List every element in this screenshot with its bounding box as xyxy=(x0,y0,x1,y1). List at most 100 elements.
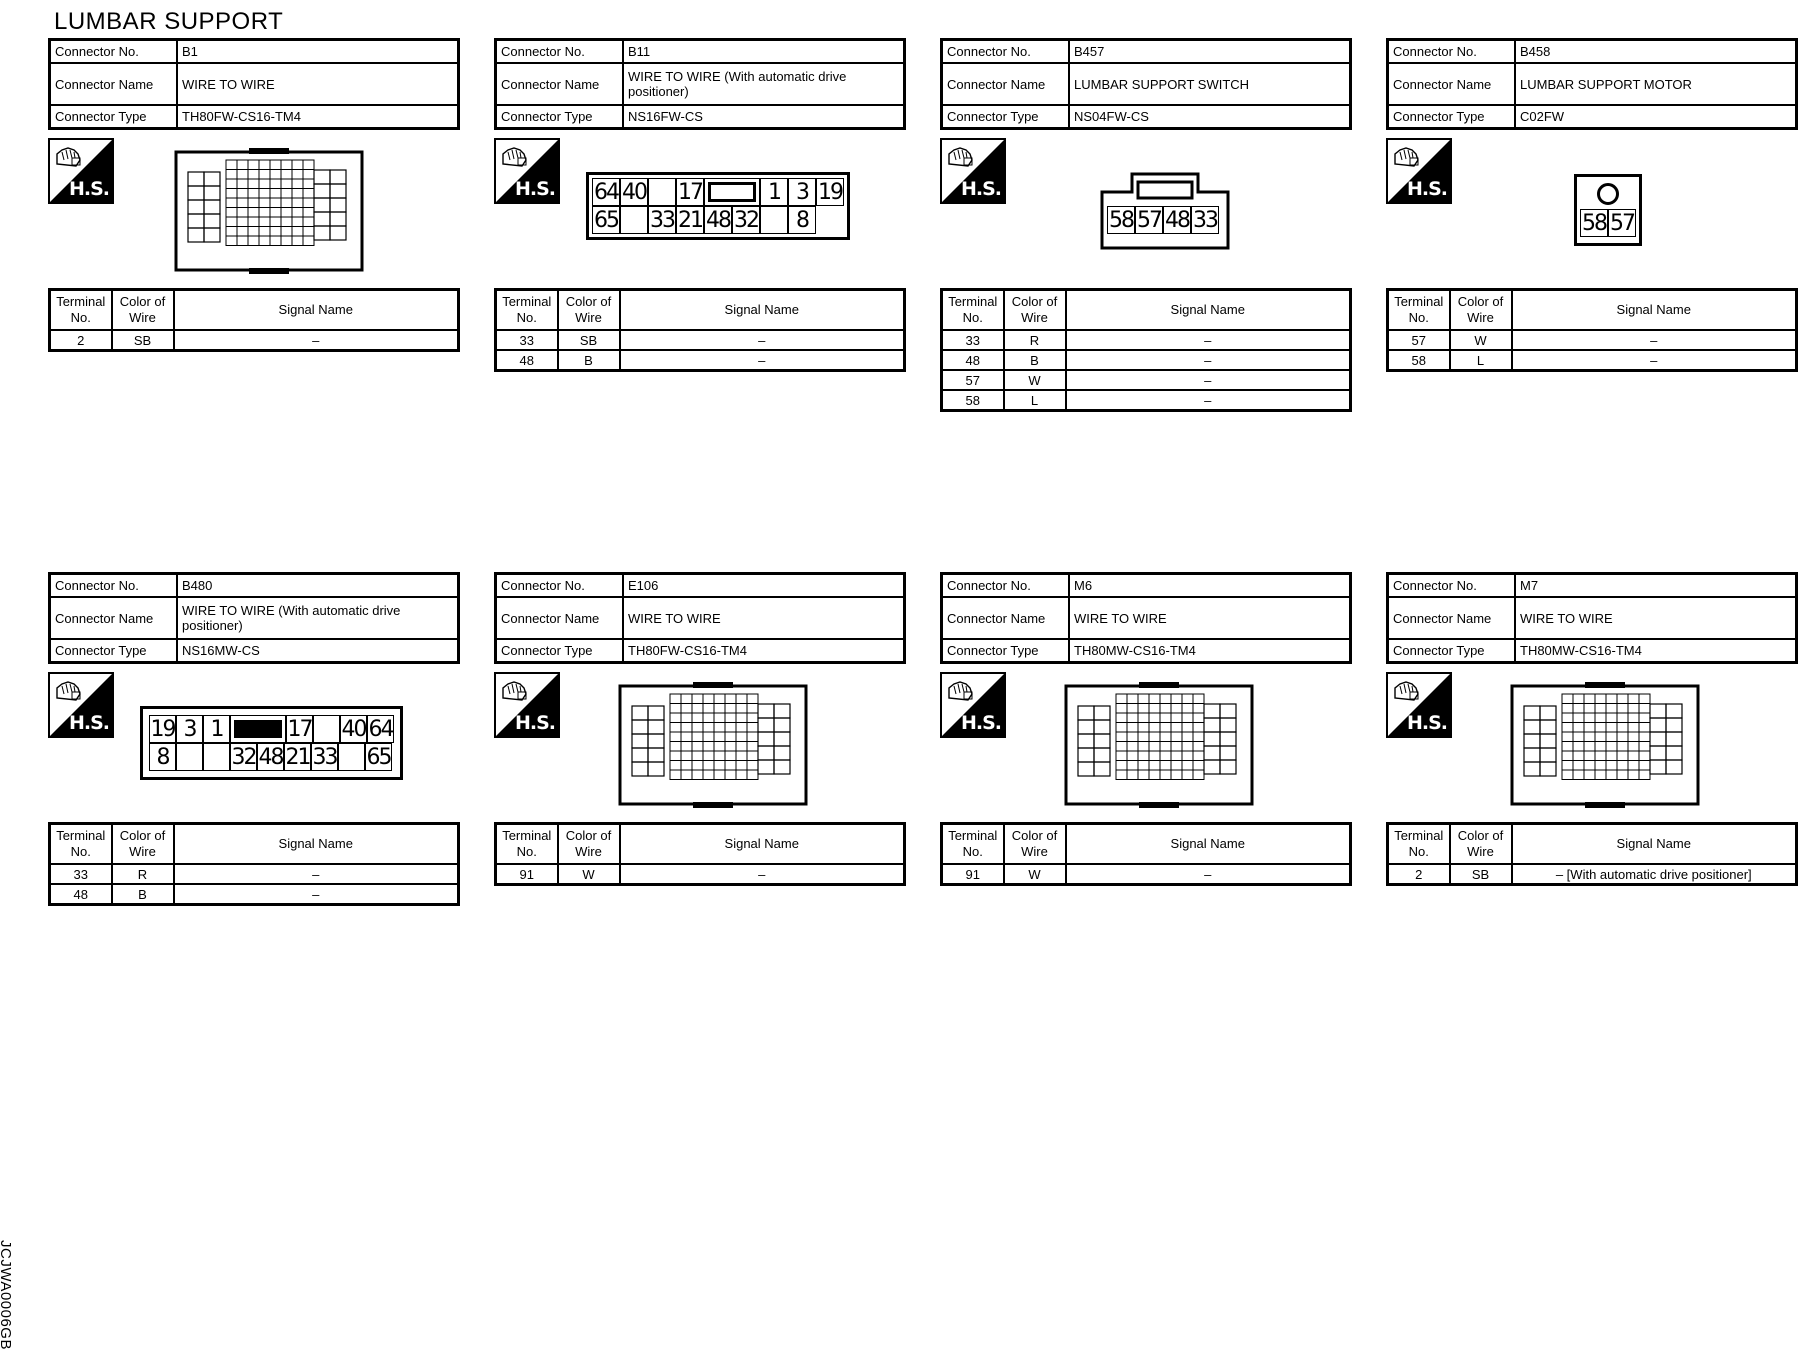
connector-info-table: Connector No. B457 Connector Name LUMBAR… xyxy=(940,38,1352,130)
wire-color: W xyxy=(1002,863,1067,886)
connector-face-drawing xyxy=(1064,682,1254,808)
signal-name: – [With automatic drive positioner] xyxy=(1510,863,1798,886)
pin-cell: 3 xyxy=(788,178,816,206)
terminal-no-header: Terminal No. xyxy=(940,288,1005,331)
connector-name-value: LUMBAR SUPPORT SWITCH xyxy=(1068,62,1352,106)
signal-name-header: Signal Name xyxy=(618,288,906,331)
color-of-wire-header: Color of Wire xyxy=(556,822,621,865)
terminal-no: 91 xyxy=(494,863,559,886)
table-row: 48 B – xyxy=(940,349,1352,371)
pin-cell: 19 xyxy=(149,715,177,743)
connector-no-value: M7 xyxy=(1514,572,1798,598)
lock-circle xyxy=(1597,183,1619,205)
terminal-table: Terminal No. Color of Wire Signal Name 3… xyxy=(494,288,906,372)
hand-icon xyxy=(948,147,973,167)
connector-block-b480: Connector No. B480 Connector Name WIRE T… xyxy=(48,572,460,906)
connector-type-label: Connector Type xyxy=(48,104,178,130)
connector-no-value: B1 xyxy=(176,38,460,64)
connector-face-drawing xyxy=(618,682,808,808)
color-of-wire-header: Color of Wire xyxy=(1448,288,1513,331)
wire-color: L xyxy=(1448,349,1513,372)
wire-color: SB xyxy=(110,329,175,352)
harness-side-icon: H.S. xyxy=(48,138,114,204)
connector-no-label: Connector No. xyxy=(1386,572,1516,598)
pin-cell: 57 xyxy=(1608,209,1636,237)
pin-cell: 19 xyxy=(816,178,844,206)
wire-color: SB xyxy=(556,329,621,351)
pin-cell: 33 xyxy=(1191,206,1219,234)
signal-name: – xyxy=(172,329,460,352)
terminal-no: 91 xyxy=(940,863,1005,886)
connector-type-label: Connector Type xyxy=(494,638,624,664)
pin-cell: 21 xyxy=(284,743,312,771)
pin-cell: 48 xyxy=(257,743,285,771)
connector-name-label: Connector Name xyxy=(48,62,178,106)
terminal-no-header: Terminal No. xyxy=(1386,822,1451,865)
pin-cell: 58 xyxy=(1580,209,1608,237)
signal-name-header: Signal Name xyxy=(172,288,460,331)
wire-color: W xyxy=(556,863,621,886)
pin-cell xyxy=(620,206,648,234)
signal-name: – xyxy=(1064,369,1352,391)
harness-side-icon: H.S. xyxy=(940,672,1006,738)
signal-name: – xyxy=(1064,389,1352,412)
harness-side-icon: H.S. xyxy=(494,138,560,204)
pin-cell: 32 xyxy=(732,206,760,234)
wire-color: SB xyxy=(1448,863,1513,886)
connector-info-table: Connector No. M7 Connector Name WIRE TO … xyxy=(1386,572,1798,664)
signal-name-header: Signal Name xyxy=(1510,288,1798,331)
terminal-no-header: Terminal No. xyxy=(48,288,113,331)
terminal-table: Terminal No. Color of Wire Signal Name 9… xyxy=(494,822,906,886)
pin-cell: 1 xyxy=(760,178,788,206)
connector-no-label: Connector No. xyxy=(48,572,178,598)
signal-name-header: Signal Name xyxy=(172,822,460,865)
connector-block-m6: Connector No. M6 Connector Name WIRE TO … xyxy=(940,572,1352,886)
connector-name-value: WIRE TO WIRE xyxy=(176,62,460,106)
signal-name: – xyxy=(172,863,460,885)
terminal-no: 48 xyxy=(48,883,113,906)
connector-no-label: Connector No. xyxy=(940,38,1070,64)
color-of-wire-header: Color of Wire xyxy=(1002,822,1067,865)
wire-color: L xyxy=(1002,389,1067,412)
connector-no-label: Connector No. xyxy=(494,572,624,598)
pin-cell: 1 xyxy=(203,715,230,743)
pin-cell: 48 xyxy=(704,206,732,234)
connector-face-drawing xyxy=(1100,172,1230,250)
terminal-table: Terminal No. Color of Wire Signal Name 2… xyxy=(1386,822,1798,886)
table-row: 2 SB – xyxy=(48,329,460,352)
key-slot xyxy=(230,715,286,743)
table-row: 2 SB – [With automatic drive positioner] xyxy=(1386,863,1798,886)
signal-name: – xyxy=(1064,349,1352,371)
pin-cell: 17 xyxy=(676,178,704,206)
terminal-no: 33 xyxy=(48,863,113,885)
table-row: 57 W – xyxy=(1386,329,1798,351)
connector-no-value: B11 xyxy=(622,38,906,64)
signal-name: – xyxy=(172,883,460,906)
connector-type-label: Connector Type xyxy=(940,638,1070,664)
pin-cell: 64 xyxy=(592,178,620,206)
connector-block-b458: Connector No. B458 Connector Name LUMBAR… xyxy=(1386,38,1798,372)
wire-color: R xyxy=(110,863,175,885)
connector-type-value: NS16FW-CS xyxy=(622,104,906,130)
connector-type-value: TH80FW-CS16-TM4 xyxy=(622,638,906,664)
connector-block-b11: Connector No. B11 Connector Name WIRE TO… xyxy=(494,38,906,372)
wire-color: W xyxy=(1448,329,1513,351)
terminal-no-header: Terminal No. xyxy=(1386,288,1451,331)
pin-cell xyxy=(313,715,340,743)
connector-name-label: Connector Name xyxy=(940,596,1070,640)
connector-name-label: Connector Name xyxy=(494,596,624,640)
pin-cell: 3 xyxy=(176,715,203,743)
terminal-no: 33 xyxy=(940,329,1005,351)
connector-info-table: Connector No. E106 Connector Name WIRE T… xyxy=(494,572,906,664)
signal-name-header: Signal Name xyxy=(618,822,906,865)
signal-name: – xyxy=(1064,329,1352,351)
connector-diagram: H.S. xyxy=(48,130,460,288)
hand-icon xyxy=(1394,681,1419,701)
terminal-table: Terminal No. Color of Wire Signal Name 5… xyxy=(1386,288,1798,372)
hs-triangle xyxy=(496,674,558,736)
pin-cell: 48 xyxy=(1163,206,1191,234)
